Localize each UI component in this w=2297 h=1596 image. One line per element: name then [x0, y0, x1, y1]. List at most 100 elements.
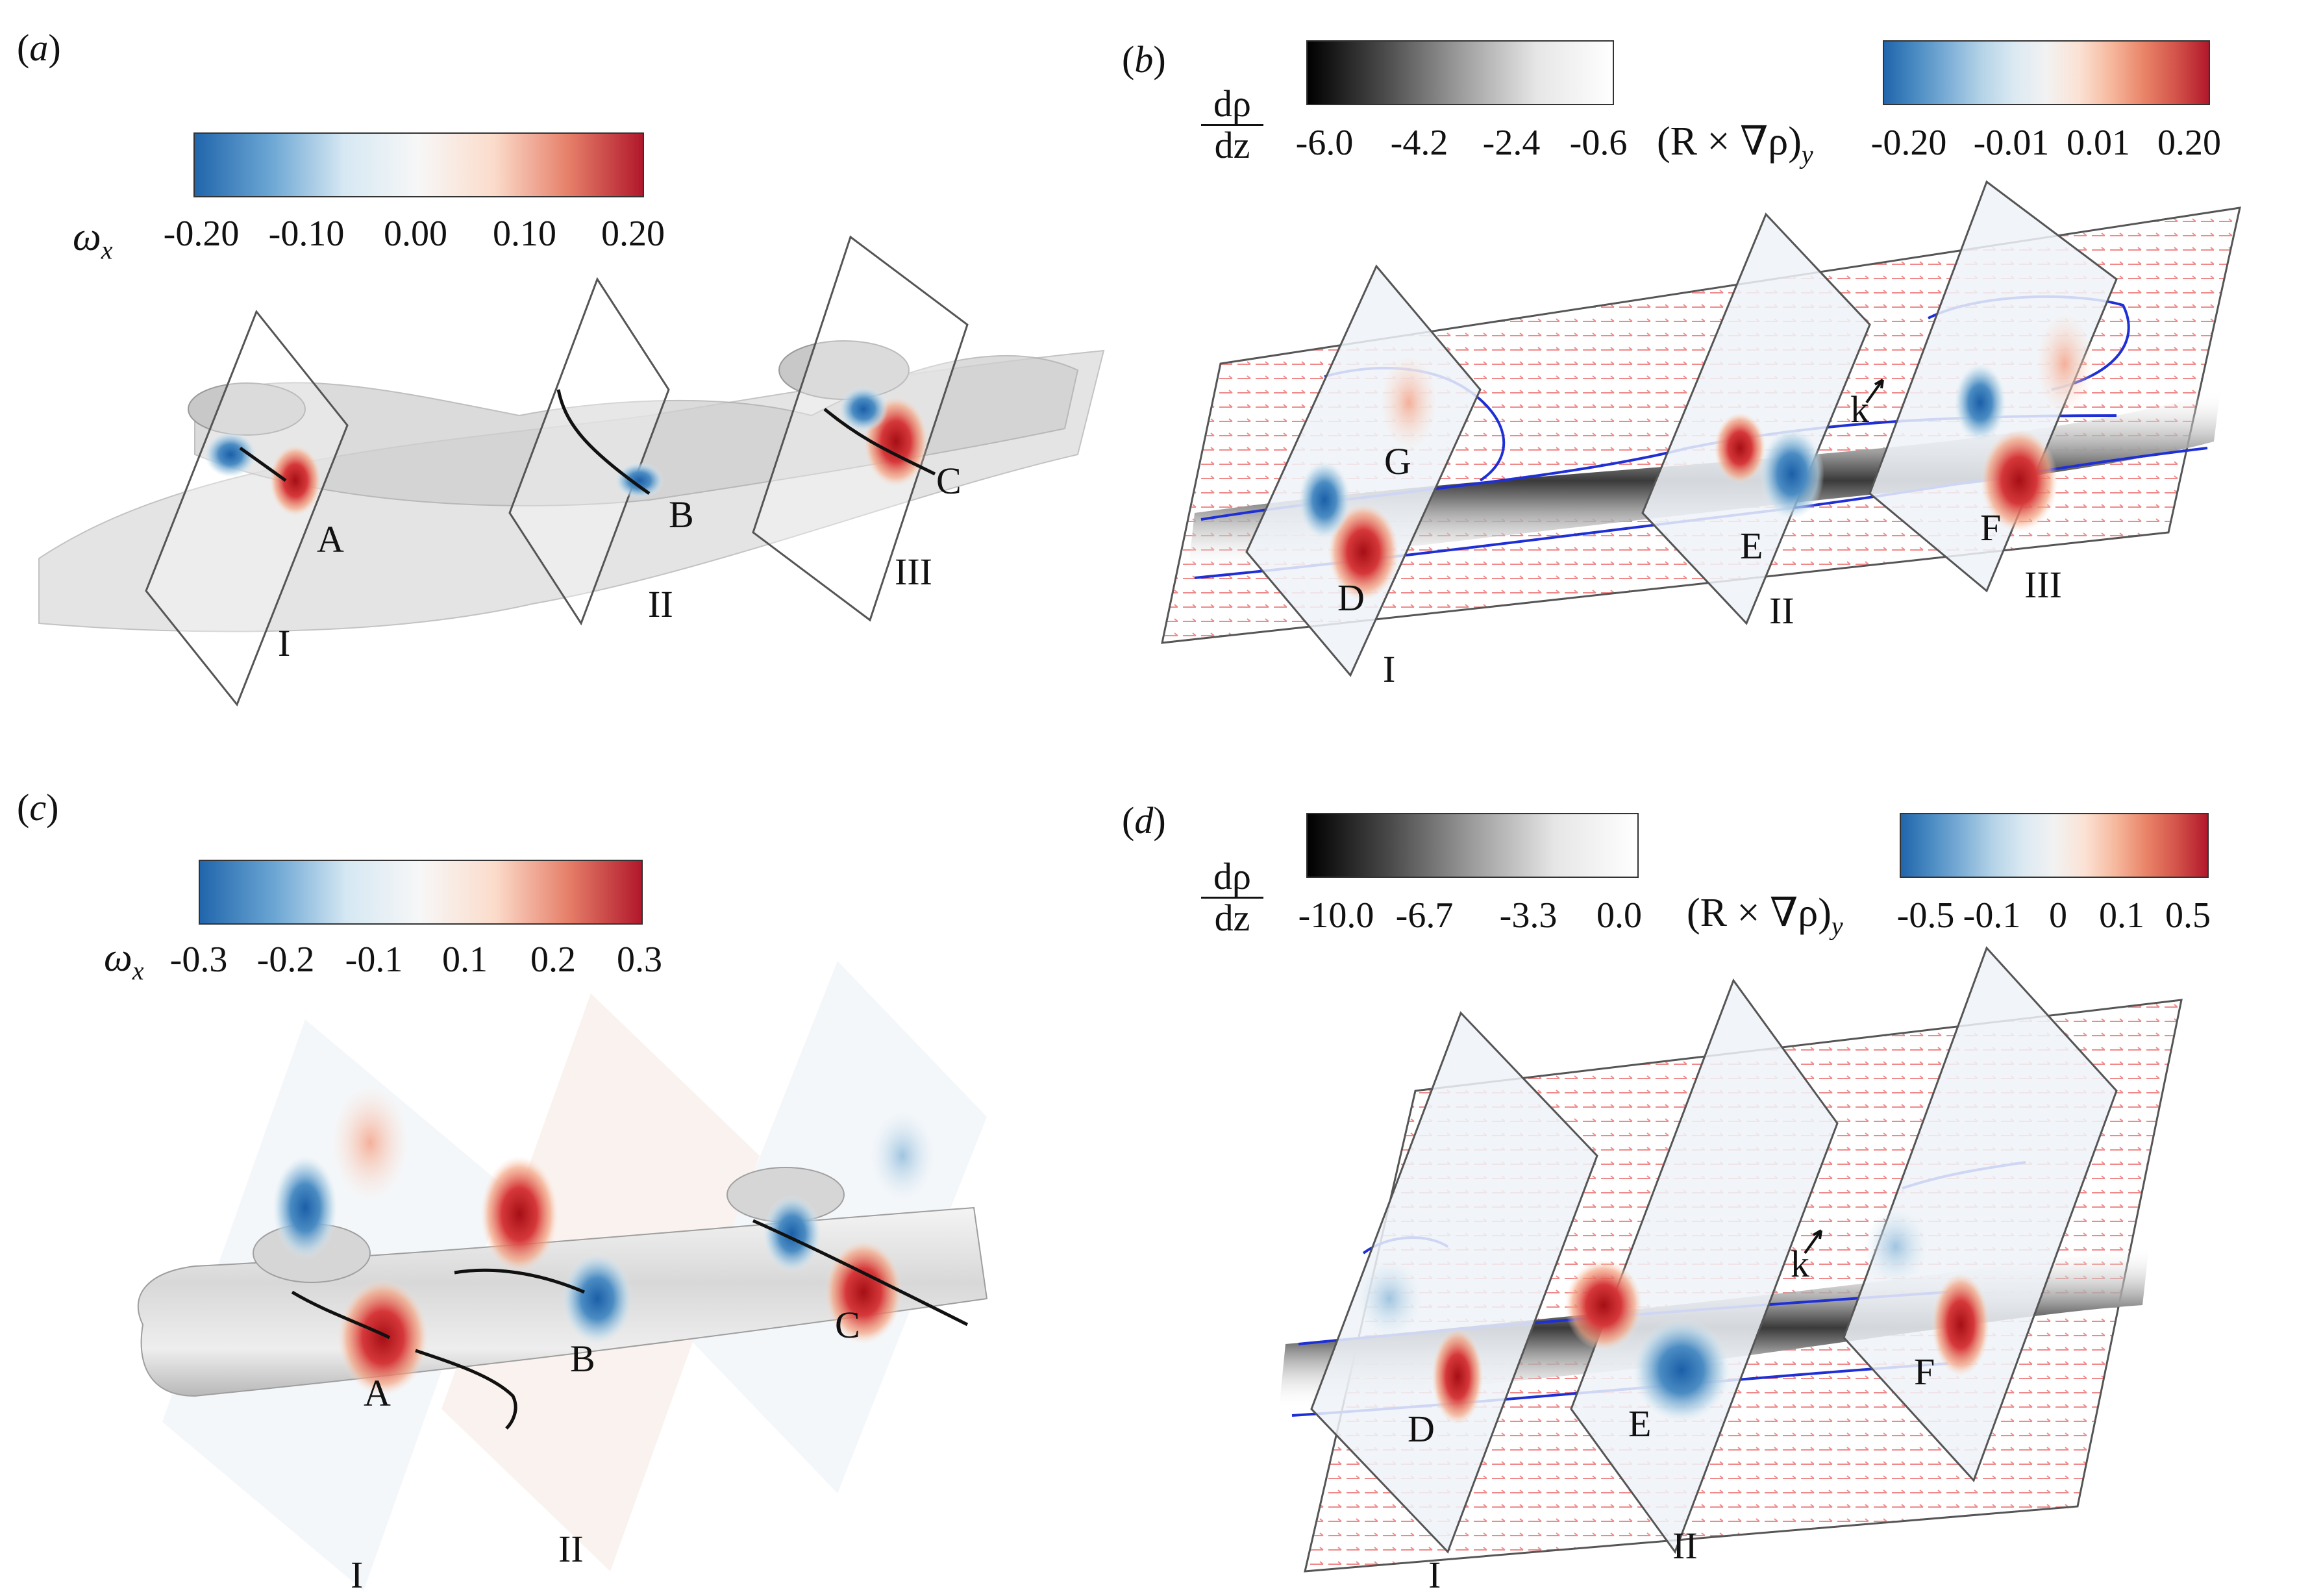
- tick: -4.2: [1390, 123, 1448, 163]
- vorticity-blob: [615, 462, 664, 499]
- grayscale-bar-d: [1306, 813, 1639, 878]
- grayscale-label-b: dρ dz: [1201, 84, 1263, 166]
- vector-blob: [1759, 429, 1824, 519]
- plane-label-d-I: I: [1428, 1554, 1441, 1596]
- tick: 0.3: [617, 940, 662, 980]
- colorbar-b: [1883, 40, 2210, 105]
- tick: -0.2: [256, 940, 315, 980]
- vector-blob: [1714, 412, 1766, 484]
- plane-label-c-I: I: [351, 1554, 363, 1596]
- tick: 0.0: [1596, 895, 1642, 936]
- plane-d-II: [1570, 978, 1839, 1554]
- point-label-b-E: E: [1740, 525, 1763, 567]
- vector-blob: [1298, 461, 1350, 539]
- point-label-c-C: C: [835, 1304, 860, 1346]
- vector-blob: [1357, 1260, 1422, 1338]
- tick: 0.5: [2165, 895, 2211, 936]
- colorbar-c-label: ωx: [104, 936, 144, 986]
- vector-blob: [1954, 364, 2006, 442]
- vector-blob: [2035, 312, 2094, 416]
- colorbar-b-ticks: -0.20 -0.01 0.01 0.20: [0, 122, 2297, 168]
- plane-label-b-I: I: [1383, 648, 1395, 690]
- vorticity-blob: [273, 1156, 338, 1260]
- trajectory-c: [752, 1219, 969, 1327]
- trajectory-c: [823, 408, 936, 476]
- vortex-head-a1: [188, 382, 306, 436]
- vorticity-blob: [839, 386, 888, 432]
- vector-blob: [1565, 1260, 1643, 1351]
- grayscale-bar-b: [1306, 40, 1614, 105]
- panel-label-d: (d): [1122, 799, 1166, 842]
- vorticity-blob: [870, 1110, 935, 1201]
- tick: 0.1: [442, 940, 488, 980]
- vector-blob: [1633, 1318, 1730, 1422]
- panel-d-graphic: [1279, 946, 2183, 1573]
- vorticity-blob: [825, 1240, 902, 1344]
- tick: -0.1: [1963, 895, 2021, 936]
- point-label-b-D: D: [1337, 577, 1365, 619]
- trajectory-a: [239, 446, 287, 482]
- point-label-a-B: B: [669, 493, 694, 536]
- vector-blob: [1863, 1208, 1928, 1286]
- point-label-c-B: B: [570, 1338, 595, 1380]
- tick: -2.4: [1482, 123, 1541, 163]
- panel-label-b: (b): [1122, 38, 1166, 81]
- tick: -0.5: [1896, 895, 1955, 936]
- vector-blob: [1931, 1273, 1990, 1377]
- plane-label-c-II: II: [558, 1528, 584, 1570]
- tick: 0.10: [493, 214, 556, 254]
- wave-arrow-d: [1804, 1229, 1822, 1254]
- colorbar-d-label: (R × ∇ρ)y: [1687, 891, 1843, 941]
- panel-c-graphic: [137, 961, 988, 1591]
- tick: -3.3: [1499, 895, 1558, 936]
- wave-label-b: k: [1850, 388, 1869, 430]
- vorticity-blob: [480, 1156, 558, 1273]
- point-label-a-C: C: [936, 460, 962, 502]
- grayscale-ticks-d: -10.0 -6.7 -3.3 0.0: [0, 895, 2297, 940]
- tick: 0.1: [2099, 895, 2144, 936]
- tick: -0.20: [163, 214, 240, 254]
- wave-label-d: k: [1791, 1243, 1809, 1285]
- tick: -0.01: [1973, 123, 2050, 163]
- colorbar-b-label: (R × ∇ρ)y: [1657, 119, 1813, 169]
- panel-b-graphic: [1161, 180, 2241, 677]
- tick: 0: [2049, 895, 2067, 936]
- plane-label-b-III: III: [2024, 564, 2062, 606]
- point-label-d-F: F: [1914, 1351, 1935, 1393]
- tick: 0.00: [384, 214, 447, 254]
- tick: -6.7: [1395, 895, 1454, 936]
- plane-label-a-III: III: [895, 551, 932, 593]
- plane-label-d-II: II: [1672, 1525, 1698, 1567]
- grayscale-label-d: dρ dz: [1201, 856, 1263, 938]
- vorticity-blob: [338, 1279, 428, 1396]
- vector-blob: [1432, 1328, 1484, 1425]
- wave-arrow-b: [1865, 379, 1884, 404]
- trajectory-a-tail: [415, 1349, 517, 1430]
- tick: 0.20: [2157, 123, 2221, 163]
- vector-blob: [1980, 429, 2058, 532]
- tick: 0.2: [530, 940, 576, 980]
- wave-arrow-d-head: [1812, 1229, 1822, 1240]
- colorbar-a-ticks: -0.20 -0.10 0.00 0.10 0.20: [0, 213, 2297, 258]
- colorbar-c-ticks: -0.3 -0.2 -0.1 0.1 0.2 0.3: [0, 939, 2297, 984]
- vector-blob: [1328, 503, 1399, 601]
- colorbar-c: [199, 860, 643, 925]
- vorticity-blob: [269, 445, 321, 516]
- point-label-b-G: G: [1384, 440, 1411, 482]
- tick: -0.10: [268, 214, 345, 254]
- panel-label-c: (c): [17, 786, 59, 829]
- vorticity-blob: [763, 1195, 821, 1273]
- colorbar-a-label: ωx: [73, 215, 113, 265]
- tick: 0.01: [2067, 123, 2130, 163]
- plane-d-I: [1310, 1011, 1598, 1554]
- colorbar-a: [193, 132, 644, 197]
- plane-d-III: [1843, 946, 2118, 1482]
- plane-a-I: [145, 310, 349, 706]
- colorbar-d-ticks: -0.5 -0.1 0 0.1 0.5: [0, 895, 2297, 940]
- tick: -0.3: [169, 940, 228, 980]
- plane-a-II: [508, 277, 670, 626]
- point-label-a-A: A: [317, 518, 344, 560]
- panel-a-graphic: [38, 235, 1105, 706]
- vector-blob: [1380, 354, 1438, 451]
